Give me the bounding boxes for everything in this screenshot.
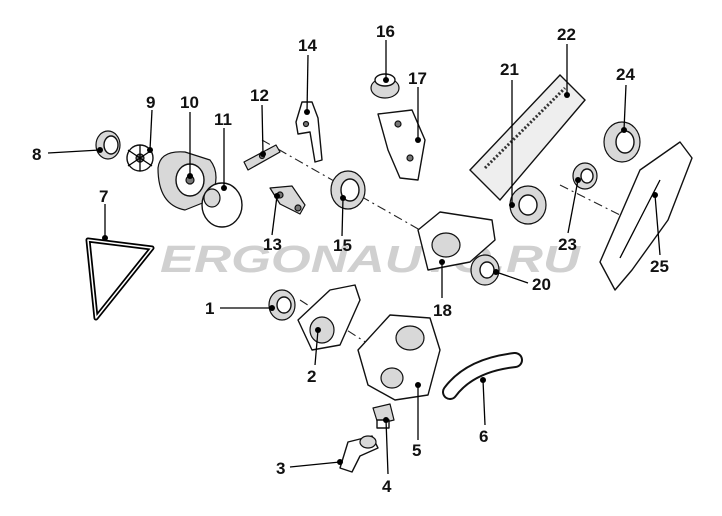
callout-16: 16 (376, 22, 395, 41)
callout-23: 23 (558, 235, 577, 254)
callout-1: 1 (205, 299, 214, 318)
part-18-pump-housing (417, 211, 496, 271)
part-8-pulley (95, 130, 121, 160)
part-10-alternator (157, 151, 217, 211)
part-15-idler (330, 170, 366, 210)
part-21-sprocket (509, 185, 547, 225)
callout-3: 3 (276, 459, 285, 478)
part-24-cam-pulley (603, 121, 641, 163)
part-25-timing-cover (599, 141, 693, 291)
callout-22: 22 (557, 25, 576, 44)
leader-lines (47, 40, 661, 475)
callout-13: 13 (263, 235, 282, 254)
part-14-bracket (295, 101, 323, 163)
part-7-belt (85, 237, 155, 321)
callout-20: 20 (532, 275, 551, 294)
callout-10: 10 (180, 93, 199, 112)
part-12-bracket (243, 144, 281, 171)
callout-14: 14 (298, 36, 317, 55)
part-5-housing (357, 314, 441, 401)
part-1-seal (268, 289, 296, 321)
callout-17: 17 (408, 69, 427, 88)
callout-9: 9 (146, 93, 155, 112)
part-9-fan (126, 144, 154, 172)
part-20-gear (470, 254, 500, 286)
part-17-tensioner-bracket (377, 109, 426, 181)
part-6-hose (442, 352, 523, 400)
callout-2: 2 (307, 367, 316, 386)
callout-24: 24 (616, 65, 635, 84)
callout-7: 7 (99, 187, 108, 206)
part-13-link (269, 185, 306, 215)
part-3-elbow (339, 435, 379, 473)
callout-25: 25 (650, 257, 669, 276)
callout-12: 12 (250, 86, 269, 105)
part-22-timing-belt (469, 73, 586, 202)
part-2-water-pump (297, 284, 361, 351)
callout-18: 18 (433, 301, 452, 320)
part-4-sensor (372, 403, 395, 429)
svg-text:ERGONAUTO.RU: ERGONAUTO.RU (160, 239, 582, 281)
callout-8: 8 (32, 145, 41, 164)
callout-5: 5 (412, 441, 421, 460)
callout-11: 11 (214, 110, 232, 129)
part-11-cover (201, 182, 243, 228)
callout-15: 15 (333, 236, 352, 255)
callout-4: 4 (382, 477, 392, 496)
callout-labels: 1 2 3 4 5 6 7 8 9 10 11 12 13 14 15 16 1… (32, 22, 669, 496)
callout-6: 6 (479, 427, 488, 446)
callout-21: 21 (500, 60, 519, 79)
watermark: ERGONAUTO.RU (160, 239, 582, 281)
